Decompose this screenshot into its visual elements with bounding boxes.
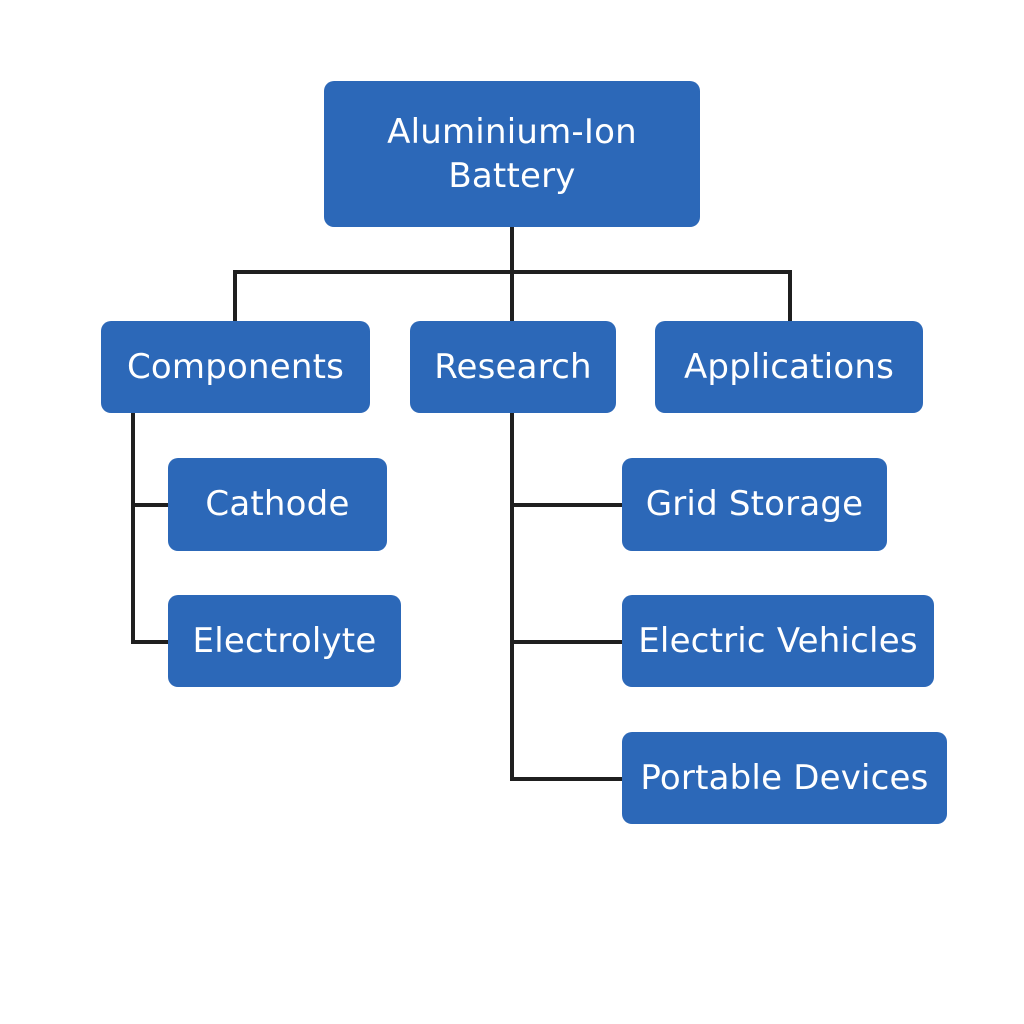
node-root-line-1: Aluminium-Ion	[387, 111, 637, 152]
node-electrolyte: Electrolyte	[168, 595, 401, 687]
node-root-line-2: Battery	[448, 156, 576, 196]
node-electric-vehicles: Electric Vehicles	[622, 595, 934, 687]
node-aluminium-ion-battery: Aluminium-Ion Battery	[324, 81, 700, 227]
node-portable-devices-label: Portable Devices	[640, 757, 929, 798]
node-cathode-label: Cathode	[205, 484, 350, 525]
node-cathode: Cathode	[168, 458, 387, 551]
node-portable-devices: Portable Devices	[622, 732, 947, 824]
node-grid-storage-label: Grid Storage	[645, 484, 864, 525]
node-components: Components	[101, 321, 370, 413]
node-components-label: Components	[126, 346, 345, 387]
node-research: Research	[410, 321, 616, 413]
node-electric-vehicles-label: Electric Vehicles	[638, 620, 918, 661]
node-research-label: Research	[434, 346, 592, 387]
node-grid-storage: Grid Storage	[622, 458, 887, 551]
node-applications-label: Applications	[683, 346, 895, 387]
node-electrolyte-label: Electrolyte	[192, 620, 377, 661]
node-applications: Applications	[655, 321, 923, 413]
